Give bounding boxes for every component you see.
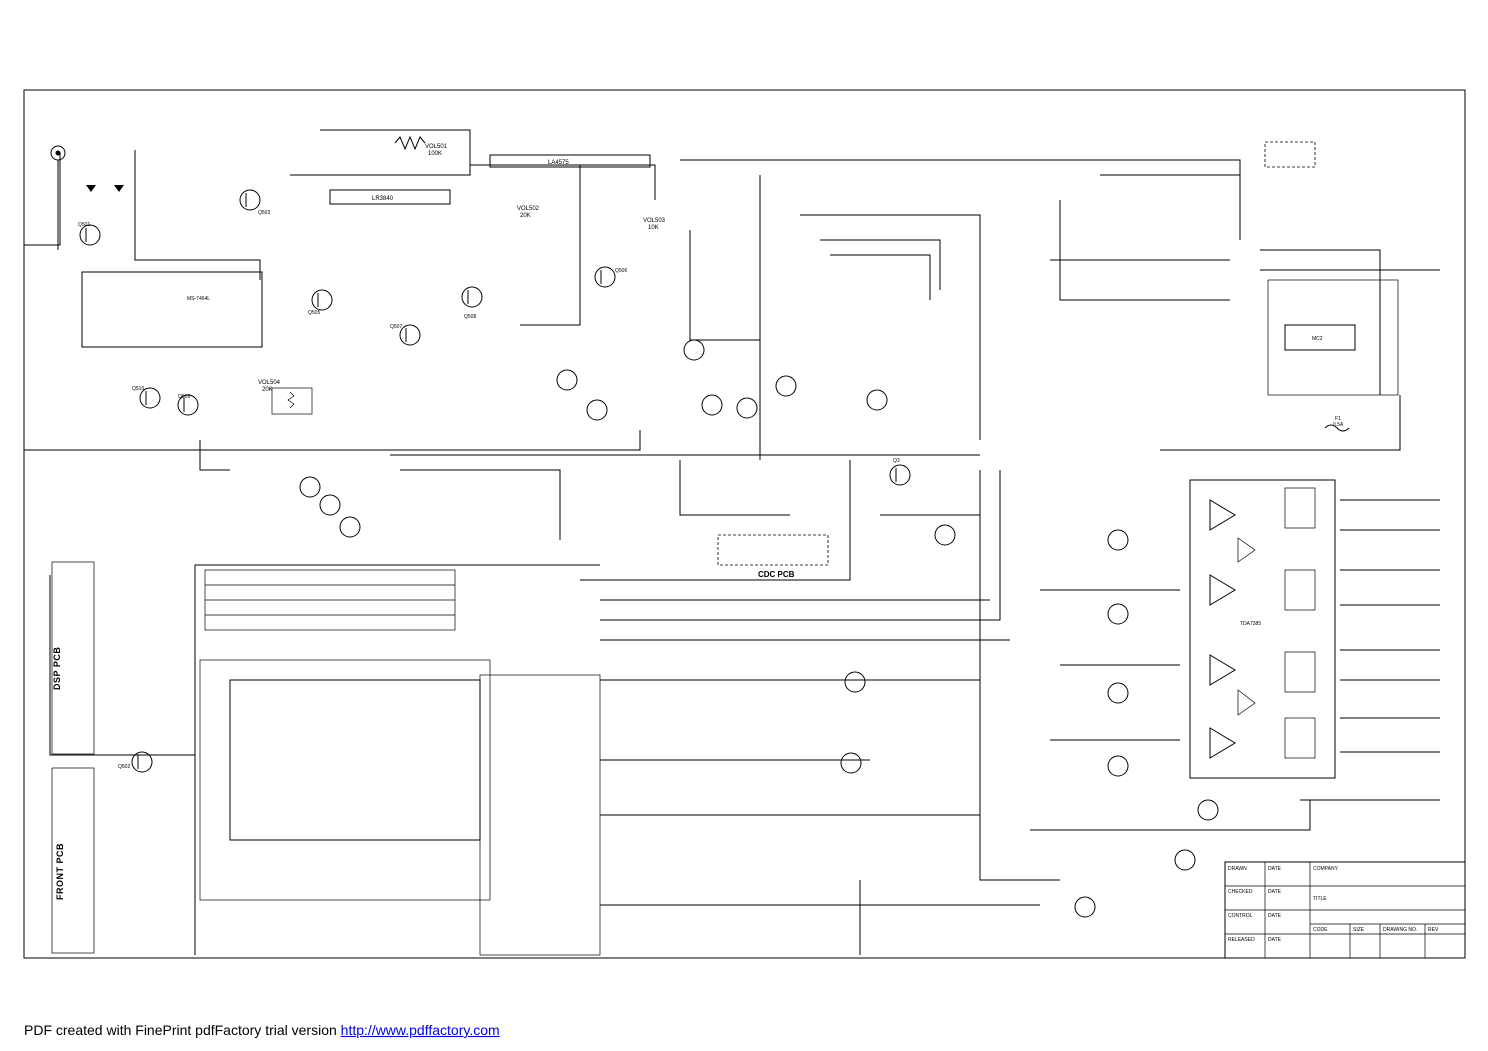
footer-text: PDF created with FinePrint pdfFactory tr… [24,1022,337,1038]
svg-text:Q502: Q502 [118,764,130,770]
diode-array [204,569,456,631]
antenna-section [50,145,124,250]
svg-text:DATE: DATE [1268,889,1282,895]
dsp-pcb-label: DSP PCB [52,647,62,690]
cdc-pcb-label: CDC PCB [758,570,795,579]
svg-text:DATE: DATE [1268,913,1282,919]
tuner-ic: LR3840 [329,189,451,205]
svg-text:COMPANY: COMPANY [1313,866,1339,872]
transistor-q503: Q503 [239,189,270,216]
pdffactory-link[interactable]: http://www.pdffactory.com [340,1022,500,1038]
fuse-f1: F1 0.5A [1324,416,1350,432]
dsp-interface-ic [479,674,601,956]
svg-text:TDA7385: TDA7385 [1240,621,1261,627]
svg-text:RELEASED: RELEASED [1228,937,1255,943]
svg-text:LA4575: LA4575 [548,160,569,166]
svg-text:Q508: Q508 [464,314,476,320]
svg-text:MC2: MC2 [1312,336,1323,342]
power-amp-ic: TDA7385 [1189,479,1336,779]
transistor-q501: Q501 [78,222,101,246]
svg-text:20K: 20K [262,387,273,393]
transistor-q507: Q507 [390,324,421,346]
transistor-q509: Q509 [177,394,199,416]
svg-text:0.5A: 0.5A [1333,422,1344,428]
connector-top-right [1264,141,1316,168]
mcu-ic [199,659,491,901]
svg-text:Q509: Q509 [178,394,190,400]
dsp-pcb-connector: DSP PCB [51,561,95,755]
svg-text:Q510: Q510 [132,386,144,392]
vol503-label: VOL503 [643,218,666,224]
ic-la4575: LA4575 [489,154,651,168]
vol504: VOL504 20K [258,380,313,415]
transistor-q505: Q505 [308,289,333,316]
svg-text:Q506: Q506 [615,268,627,274]
svg-text:VOL501: VOL501 [425,144,448,150]
cdc-pcb-connector: CDC PCB [717,534,829,579]
svg-text:DATE: DATE [1268,866,1282,872]
svg-text:CODE: CODE [1313,927,1328,933]
transistor-q3: Q3 [889,458,911,486]
ic-lr3840-label: LR3840 [372,196,394,202]
wire-network [24,129,1440,955]
svg-text:F1: F1 [1335,416,1341,422]
pdf-footer: PDF created with FinePrint pdfFactory tr… [24,1022,500,1038]
sheet-border [23,89,1466,959]
svg-text:DATE: DATE [1268,937,1282,943]
vol502-label: VOL502 [517,206,540,212]
svg-text:REV: REV [1428,927,1439,933]
svg-text:10K: 10K [648,225,659,231]
svg-text:TITLE: TITLE [1313,896,1327,902]
svg-text:Q501: Q501 [78,222,90,228]
svg-text:DRAWING NO.: DRAWING NO. [1383,927,1417,933]
front-pcb-connector: FRONT PCB [51,767,95,954]
vol501: VOL501 100K [394,135,448,157]
transistor-q508: Q508 [461,286,483,320]
transistor-generic [299,339,1219,918]
transistor-q502: Q502 [118,751,153,773]
svg-text:CHECKED: CHECKED [1228,889,1253,895]
ic6-box: MS-7464L [81,271,263,348]
svg-text:Q507: Q507 [390,324,402,330]
svg-text:20K: 20K [520,213,531,219]
svg-text:Q505: Q505 [308,310,320,316]
svg-text:Q503: Q503 [258,210,270,216]
svg-text:CONTROL: CONTROL [1228,913,1253,919]
transistor-q506: Q506 [594,266,627,288]
svg-text:SIZE: SIZE [1353,927,1365,933]
svg-text:DRAWN: DRAWN [1228,866,1247,872]
svg-text:100K: 100K [428,151,442,157]
title-block: DRAWN CHECKED CONTROL RELEASED DATE DATE… [1224,861,1466,959]
transistor-q510: Q510 [132,386,161,409]
front-pcb-label: FRONT PCB [55,843,65,900]
svg-text:VOL504: VOL504 [258,380,281,386]
svg-text:MS-7464L: MS-7464L [187,296,210,302]
ic-mc2: MC2 [1267,279,1399,396]
svg-text:Q3: Q3 [893,458,900,464]
